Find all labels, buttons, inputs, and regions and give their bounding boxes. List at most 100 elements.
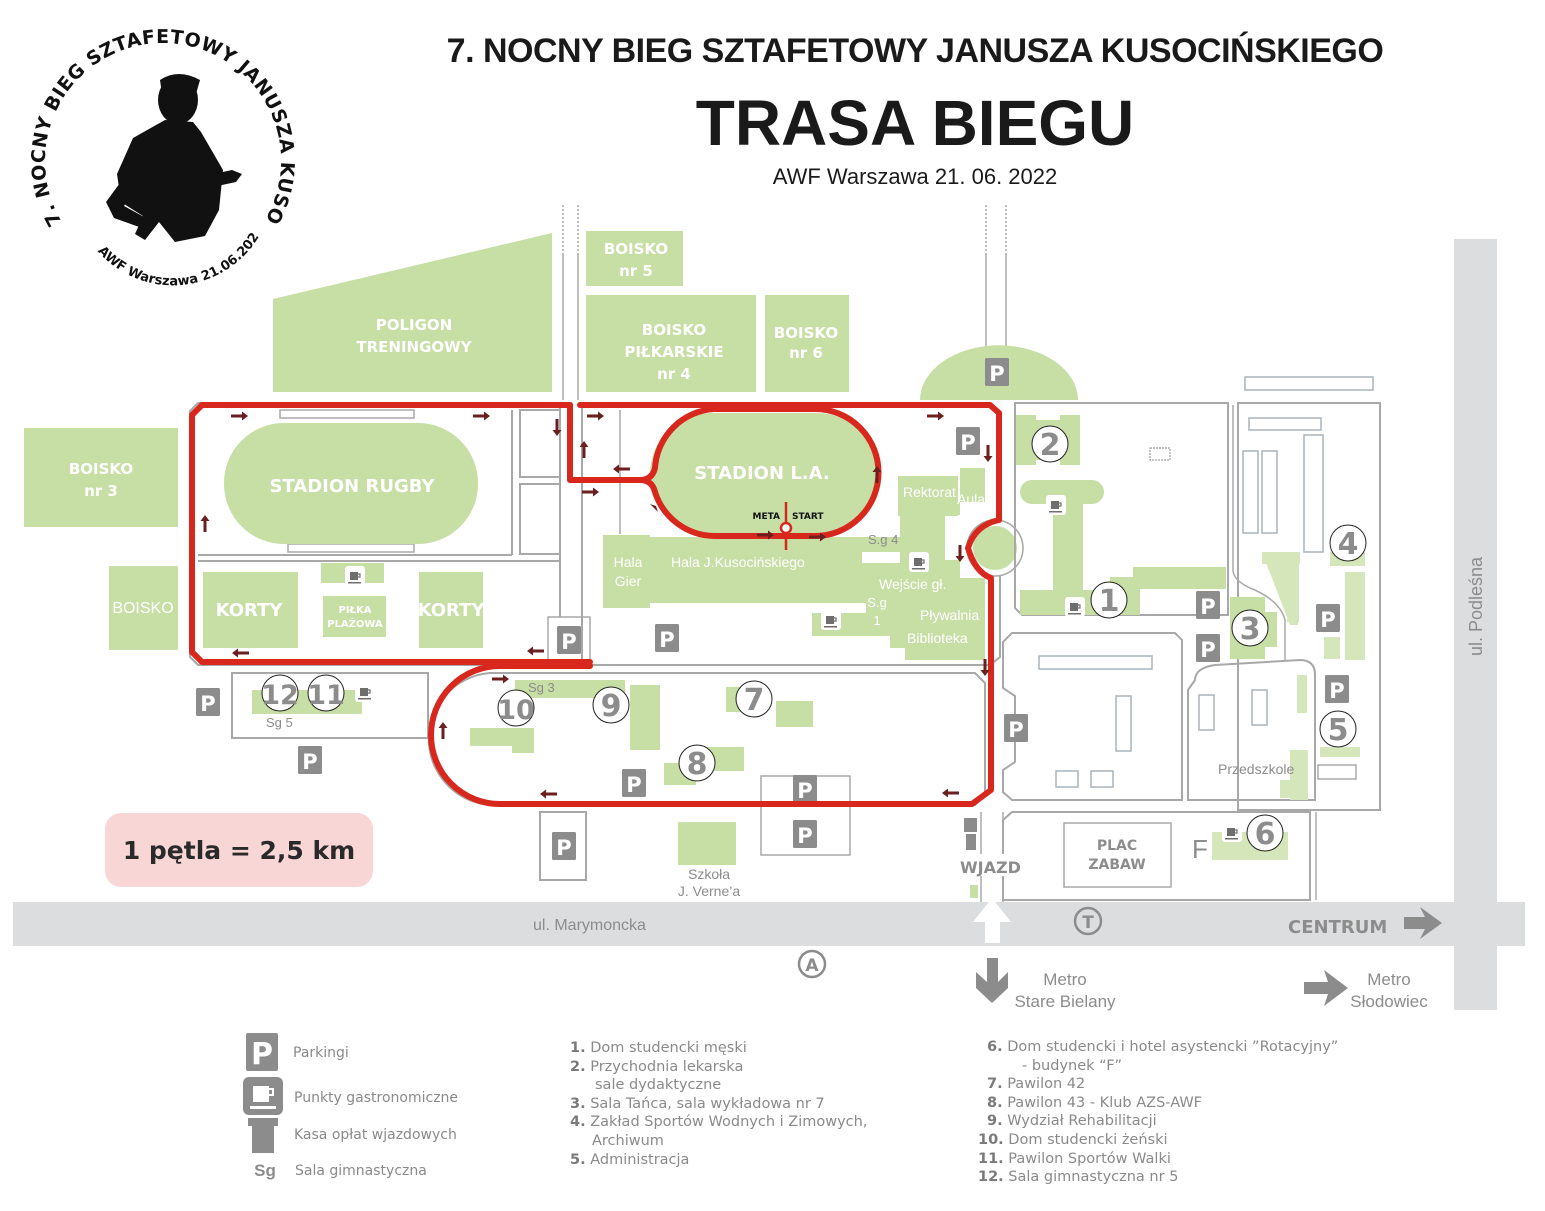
legend-parking-icon: P	[246, 1033, 278, 1072]
parking-icon	[298, 746, 322, 774]
svg-text:6: 6	[1255, 817, 1276, 852]
svg-text:Przedszkole: Przedszkole	[1218, 761, 1294, 777]
runner-silhouette-icon	[106, 74, 242, 242]
area-boisko-5	[586, 231, 683, 286]
tram-stop-icon: T	[1073, 906, 1103, 936]
coffee-icon	[820, 609, 842, 631]
building-outline	[1244, 376, 1374, 391]
building-legend-2: 6. Dom studencki i hotel asystencki ”Rot…	[978, 1038, 1338, 1187]
svg-text:KORTY: KORTY	[216, 600, 284, 621]
svg-text:12: 12	[261, 680, 299, 711]
finish-label: META	[752, 512, 780, 522]
building-5[interactable]: 5	[1319, 710, 1357, 748]
coffee-icon	[1064, 596, 1086, 618]
area-korty-left	[203, 572, 298, 648]
area-korty-right	[419, 572, 483, 648]
block-przedszkole	[1187, 658, 1316, 801]
parking-icon	[793, 775, 817, 803]
area-poligon	[273, 233, 552, 392]
legend-item: 11. Pawilon Sportów Walki	[978, 1150, 1171, 1167]
block-east	[1237, 402, 1381, 811]
svg-text:Biblioteka: Biblioteka	[907, 630, 968, 646]
svg-text:KORTY: KORTY	[418, 600, 486, 621]
svg-text:Wejście gł.: Wejście gł.	[879, 576, 946, 592]
centrum-arrow-icon	[1404, 907, 1442, 939]
building-legend-1: 1. Dom studencki męski 2. Przychodnia le…	[570, 1039, 867, 1169]
area-boisko-3	[24, 428, 178, 527]
building-9[interactable]: 9	[592, 686, 630, 724]
legend-item: 10. Dom studencki żeński	[978, 1131, 1168, 1148]
coffee-icon	[908, 551, 930, 573]
svg-text:Rektorat: Rektorat	[903, 484, 956, 500]
svg-text:T: T	[1082, 913, 1094, 933]
coffee-icon	[1221, 821, 1243, 843]
building-8[interactable]: 8	[678, 744, 716, 782]
legend-item: - budynek “F”	[1022, 1057, 1123, 1074]
area-boisko-6	[765, 295, 849, 392]
building-4[interactable]: 4	[1329, 524, 1367, 562]
legend-item: 9. Wydział Rehabilitacji	[987, 1113, 1157, 1130]
area-pilka-plazowa	[323, 596, 386, 637]
svg-text:1: 1	[1099, 584, 1120, 619]
legend-item: 12. Sala gimnastyczna nr 5	[978, 1169, 1179, 1186]
street-podlesna	[1454, 239, 1497, 1010]
svg-text:Sg 5: Sg 5	[266, 715, 293, 730]
entrance-arrow-icon	[973, 898, 1011, 943]
parking-icon	[793, 820, 817, 848]
svg-text:2: 2	[1040, 428, 1061, 463]
building-6[interactable]: 6	[1246, 814, 1284, 852]
building-3[interactable]: 3	[1231, 609, 1269, 647]
start-label: START	[792, 512, 824, 522]
route-heading: TRASA BIEGU	[695, 87, 1135, 159]
svg-text:F: F	[1192, 834, 1208, 864]
stadion-la	[650, 413, 878, 535]
building-11[interactable]: 11	[307, 674, 345, 712]
legend-item: 4. Zakład Sportów Wodnych i Zimowych,	[570, 1114, 868, 1131]
svg-text:BOISKO: BOISKO	[112, 600, 173, 617]
parking-icon	[1196, 591, 1220, 619]
coffee-icon	[354, 681, 376, 703]
parking-icon	[1196, 634, 1220, 662]
legend-item: sale dydaktyczne	[595, 1077, 722, 1094]
svg-text:8: 8	[687, 747, 708, 782]
building-7[interactable]: 7	[735, 680, 773, 718]
building-2[interactable]: 2	[1031, 425, 1069, 463]
building-10[interactable]: 10	[497, 689, 535, 727]
coffee-icon	[1045, 494, 1067, 516]
parking-icon	[196, 688, 220, 716]
parking-icon	[1325, 675, 1349, 703]
legend-item: 5. Administracja	[570, 1151, 690, 1168]
legend-gym-icon: Sg	[254, 1161, 276, 1180]
parking-icon	[655, 624, 679, 652]
legend-item: 3. Sala Tańca, sala wykładowa nr 7	[570, 1095, 825, 1112]
roundabout	[973, 526, 1017, 570]
metro-down-arrow-icon	[976, 958, 1008, 1003]
building-1[interactable]: 1	[1090, 581, 1128, 619]
svg-text:11: 11	[307, 680, 345, 711]
parking-icon	[552, 832, 576, 860]
legend-item: 7. Pawilon 42	[987, 1076, 1086, 1093]
svg-text:Hala J.Kusocińskiego: Hala J.Kusocińskiego	[671, 554, 805, 570]
parking-icon	[1004, 714, 1028, 742]
street-label-podlesna: ul. Podleśna	[1466, 556, 1486, 656]
area-boisko-4	[586, 295, 756, 392]
svg-text:S.g1: S.g1	[867, 595, 887, 628]
legend-toll-booth-icon	[248, 1118, 278, 1153]
svg-text:4: 4	[1338, 527, 1359, 562]
page-title: 7. NOCNY BIEG SZTAFETOWY JANUSZA KUSOCIŃ…	[446, 32, 1384, 70]
building-12[interactable]: 12	[261, 674, 299, 712]
direction-arrows	[200, 411, 993, 799]
legend-label-parking: Parkingi	[293, 1045, 349, 1061]
coffee-icon	[344, 565, 366, 587]
legend-label-toll: Kasa opłat wjazdowych	[294, 1127, 457, 1143]
legend-item: 6. Dom studencki i hotel asystencki ”Rot…	[987, 1039, 1339, 1055]
svg-text:3: 3	[1240, 612, 1261, 647]
toll-booth-icon	[964, 818, 977, 850]
